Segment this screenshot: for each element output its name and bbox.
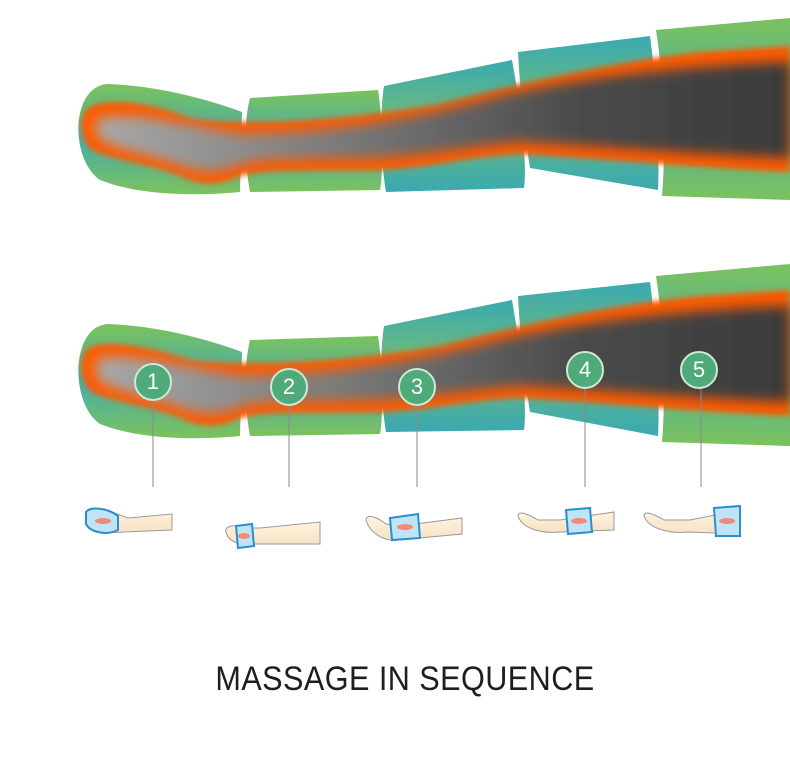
step-number: 1	[146, 369, 160, 394]
step-thumbnail-1	[85, 507, 173, 534]
page-title: MASSAGE IN SEQUENCE	[215, 660, 595, 698]
step-thumbnail-4	[517, 506, 615, 536]
leg-core-top	[95, 62, 790, 172]
step-number: 5	[692, 357, 706, 382]
leg-core-bottom	[95, 306, 790, 414]
step-badge-4: 4	[566, 351, 604, 389]
step-badge-5: 5	[680, 351, 718, 389]
step-number: 4	[578, 357, 592, 382]
step-badge-1: 1	[134, 363, 172, 401]
step-thumbnail-2	[225, 521, 321, 550]
step-badge-2: 2	[270, 368, 308, 406]
leg-illustration-top	[78, 18, 790, 200]
step-thumbnail-3	[365, 512, 463, 542]
step-number: 2	[282, 374, 296, 399]
step-badge-3: 3	[398, 368, 436, 406]
step-thumbnail-5	[643, 504, 741, 537]
step-number: 3	[410, 374, 424, 399]
